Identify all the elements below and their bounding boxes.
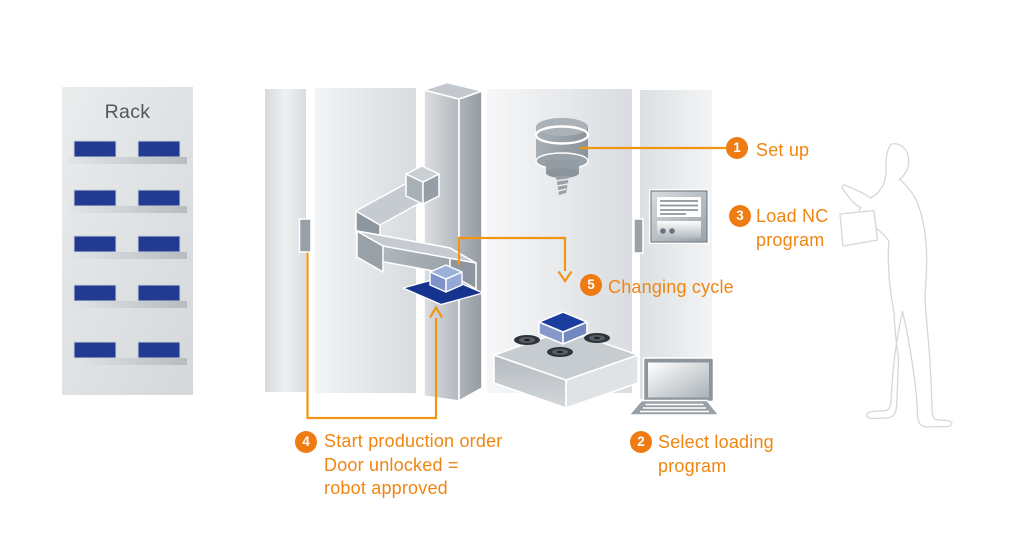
workpiece [538, 311, 588, 345]
laptop-screen [648, 362, 709, 398]
fixture-table [493, 311, 639, 409]
step-label-3: Load NC program [756, 205, 828, 252]
step-label-line: Select loading [658, 432, 774, 452]
step-badge-4: 4 [295, 431, 317, 453]
cell-panels [265, 88, 712, 399]
step-badge-1: 1 [726, 137, 748, 159]
step-badge-5: 5 [580, 274, 602, 296]
step-label-5: Changing cycle [608, 276, 734, 300]
rack-shelf [69, 235, 187, 259]
pallet-box-top [429, 264, 463, 280]
step-badge-3: 3 [729, 205, 751, 227]
operator-body [841, 143, 953, 428]
step-label-line: program [658, 455, 727, 476]
panel-handle [633, 218, 644, 254]
lower-arm-top [356, 230, 477, 264]
hmi-screen [657, 197, 701, 217]
step-label-line: Door unlocked = [324, 454, 459, 475]
laptop [627, 357, 721, 416]
connector-lines [306, 146, 726, 420]
rack-shelf [69, 284, 187, 308]
rack-shelf [69, 140, 187, 164]
control-bay-panel [640, 90, 712, 399]
rack-shelves [69, 140, 187, 365]
step-label-4: Start production order Door unlocked = r… [324, 430, 503, 501]
step-label-1: Set up [756, 139, 809, 163]
door-lock-sensor [298, 218, 312, 253]
step-label-line: robot approved [324, 478, 448, 498]
connector-step5 [457, 236, 567, 271]
operator-silhouette [839, 143, 953, 428]
rack-shelf [69, 189, 187, 213]
clamping-pads [514, 333, 610, 357]
rack-label: Rack [104, 101, 151, 123]
hmi-button [669, 228, 675, 234]
step-label-line: Changing cycle [608, 277, 734, 297]
arrow-down-icon [557, 270, 573, 283]
hmi-screen-text [660, 200, 698, 215]
step-label-line: Set up [756, 140, 810, 160]
step-label-2: Select loading program [658, 431, 774, 478]
storage-rack [62, 87, 193, 395]
arrow-up-icon [429, 305, 443, 319]
spindle [534, 118, 590, 195]
robot-arm [355, 165, 477, 290]
control-panel [633, 189, 709, 254]
hmi-button [660, 228, 666, 234]
step-label-line: Start production order [324, 431, 503, 451]
shoulder-box-top [405, 165, 440, 183]
robot-column [423, 81, 483, 402]
step-label-line: Load NC [756, 206, 829, 226]
step-label-line: program [756, 229, 825, 250]
step-badge-2: 2 [630, 431, 652, 453]
operator-tablet [839, 209, 879, 247]
gripper-plate [402, 264, 484, 306]
rack-shelf [69, 341, 187, 365]
connector-step4 [306, 252, 438, 420]
